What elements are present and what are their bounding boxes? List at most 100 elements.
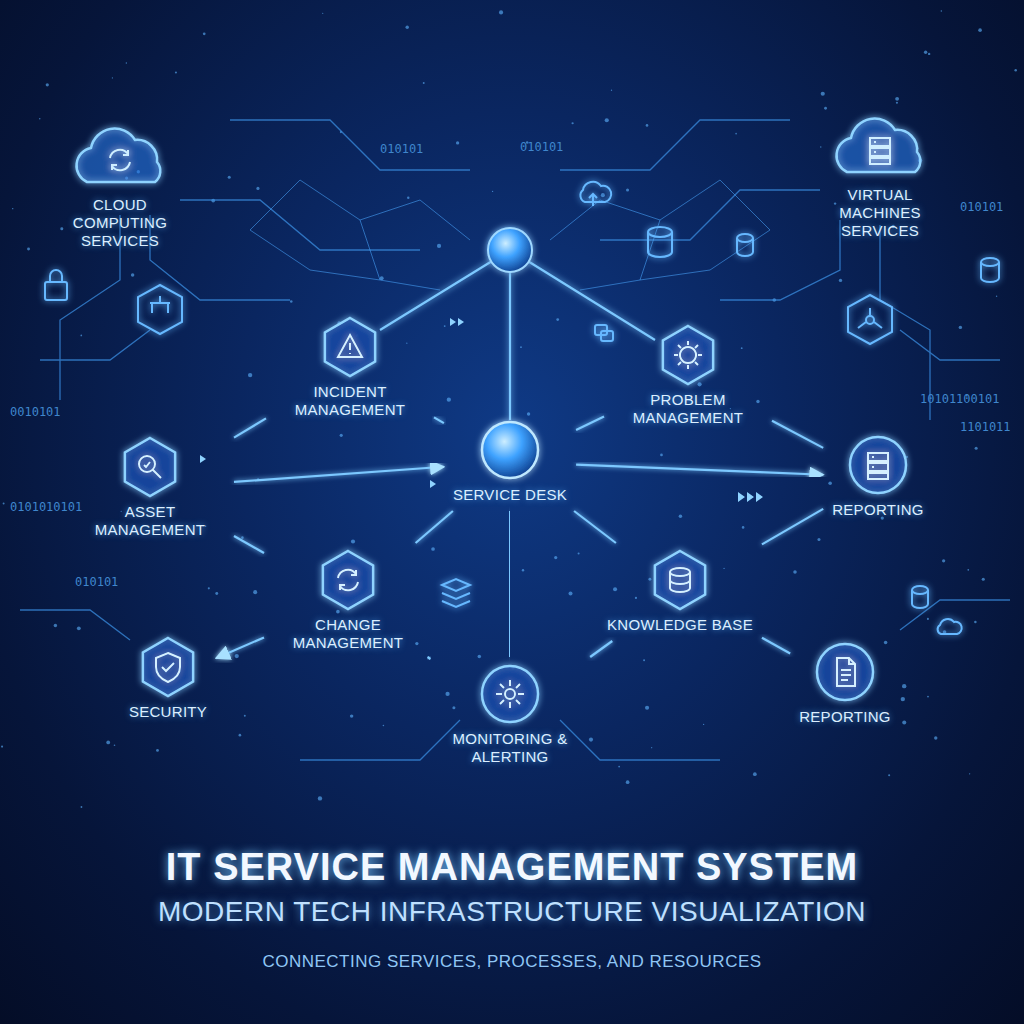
star-dot [112,77,113,78]
star-dot [350,714,353,717]
connector [576,465,823,475]
connector [574,511,616,543]
star-dot [698,382,702,386]
star-dot [3,503,5,505]
star-dot [322,13,323,14]
star-dot [934,736,937,739]
star-dot [601,193,605,197]
star-dot [942,559,945,562]
star-dot [820,146,821,147]
star-dot [1,746,3,748]
star-dot [742,526,745,529]
star-dot [974,621,977,624]
star-dot [248,373,252,377]
star-dot [967,569,969,571]
binary-text: 0010101 [10,405,61,419]
star-dot [928,53,930,55]
star-dot [383,725,385,727]
star-dot [156,749,159,752]
binary-text: 0101010101 [10,500,82,514]
star-dot [723,568,724,569]
star-dot [27,248,30,251]
star-dot [643,659,645,661]
star-dot [415,642,418,645]
star-dot [618,766,620,768]
star-dot [613,587,617,591]
circuit-traces [20,120,1010,760]
node-label: ASSET MANAGEMENT [75,503,225,539]
star-dot [114,744,116,746]
node-icon [478,418,542,482]
connector [762,509,823,545]
star-dot [256,187,259,190]
star-dot [351,539,355,543]
star-dot [975,447,978,450]
star-dot [203,32,206,35]
star-dot [793,570,797,574]
node-label: VIRTUAL MACHINES SERVICES [805,186,955,240]
star-dot [651,747,652,748]
connector [434,417,444,423]
binary-text: 010101 [380,142,423,156]
star-dot [406,342,407,343]
node-label: PROBLEM MANAGEMENT [613,391,763,427]
star-dot [340,434,343,437]
star-dot [445,692,449,696]
star-dot [884,641,888,645]
star-dot [444,325,446,327]
star-dot [407,197,409,199]
star-dot [901,697,905,701]
star-dot [660,454,663,457]
star-dot [982,578,985,581]
tagline: CONNECTING SERVICES, PROCESSES, AND RESO… [262,952,761,972]
node-label: REPORTING [832,501,924,519]
process-hexagon: KNOWLEDGE BASE [601,546,759,638]
binary-text: 010101 [960,200,1003,214]
star-dot [228,176,231,179]
connector [428,657,431,659]
star-dot [520,346,522,348]
star-dot [80,335,82,337]
node-label: MONITORING & ALERTING [435,730,585,766]
star-dot [927,696,929,698]
star-dot [106,741,110,745]
star-dot [626,780,630,784]
small-icons [45,182,999,634]
hub-orb [488,228,532,272]
node-label: SERVICE DESK [453,486,567,504]
star-dot [703,724,704,725]
star-dot [735,133,737,135]
star-dot [626,188,629,191]
star-dot [824,107,827,110]
connector [772,421,823,448]
star-dots [1,10,1017,808]
star-dot [126,62,127,63]
process-hexagon: PROBLEM MANAGEMENT [607,321,769,431]
node-icon [318,315,382,379]
diagram-title: IT SERVICE MANAGEMENT SYSTEM [0,846,1024,889]
star-dot [235,654,239,658]
star-dot [896,102,898,104]
star-dot [437,244,441,248]
star-dot [969,773,970,774]
star-dot [423,82,425,84]
star-dot [679,514,683,518]
node-icon [656,323,720,387]
star-dot [941,10,943,12]
node-label: SECURITY [129,703,207,721]
star-dot [522,569,524,571]
star-dot [208,587,210,589]
node-icon [648,548,712,612]
service-circle: SERVICE DESK [447,416,573,508]
star-dot [499,10,503,14]
star-dot [589,738,593,742]
star-dot [456,141,459,144]
node-icon [136,635,200,699]
star-dot [839,279,842,282]
star-dot [817,538,820,541]
star-dot [569,591,573,595]
star-dot [80,806,82,808]
star-dot [821,92,825,96]
connector [509,511,511,657]
star-dot [902,720,906,724]
